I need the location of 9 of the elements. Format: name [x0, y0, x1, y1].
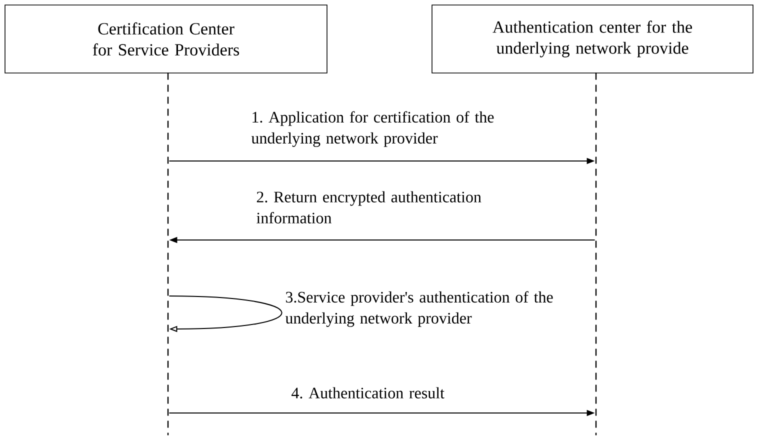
message-label: 4. Authentication result: [292, 387, 444, 398]
message-label: 2. Return encrypted authentication information: [256, 191, 482, 224]
message-label: 1. Application for certification of the underlying network provider: [251, 111, 494, 147]
lifeline: [167, 72, 169, 436]
participant-box: Certification Center for Service Providers: [4, 4, 328, 74]
message-label: 3.Service provider's authentication of the underlying network provider: [285, 291, 553, 327]
lifeline: [595, 72, 597, 436]
message-arrow: [168, 296, 282, 332]
participant-box: Authentication center for the underlying network provide: [432, 4, 754, 74]
